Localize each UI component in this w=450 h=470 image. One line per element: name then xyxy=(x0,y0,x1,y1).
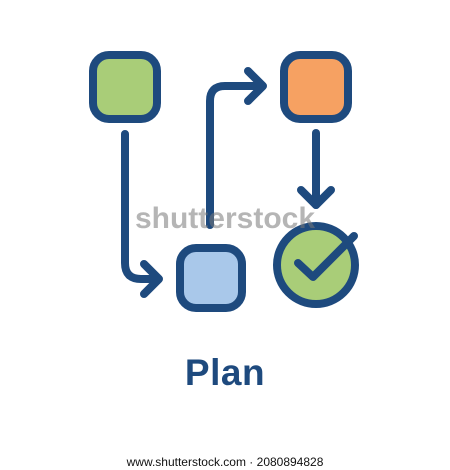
plan-flow-diagram xyxy=(89,51,359,312)
caption-title: Plan xyxy=(184,352,266,393)
green-step-box xyxy=(89,51,161,123)
check-circle-icon xyxy=(273,222,359,308)
footer-credit: www.shutterstock.com · 2080894828 xyxy=(126,455,324,469)
orange-step-box xyxy=(280,51,352,123)
arrow-orange-to-check-icon xyxy=(297,129,335,209)
arrow-blue-to-orange-icon xyxy=(206,67,267,229)
blue-step-box xyxy=(176,244,246,312)
arrow-green-to-blue-icon xyxy=(121,130,163,298)
